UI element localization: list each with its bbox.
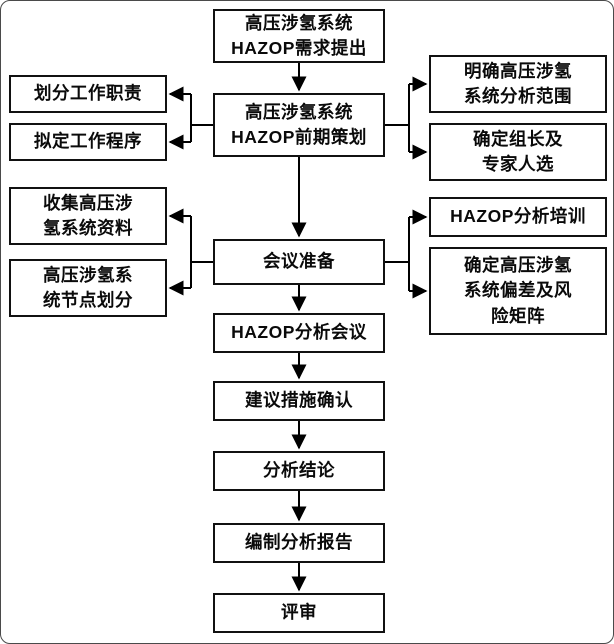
node-system-node-division: 高压涉氢系 统节点划分 <box>9 259 167 317</box>
node-collect-system-data: 收集高压涉 氢系统资料 <box>9 187 167 245</box>
node-deviation-risk-matrix: 确定高压涉氢 系统偏差及风 险矩阵 <box>429 247 607 335</box>
node-review: 评审 <box>213 593 385 633</box>
node-leader-and-experts: 确定组长及 专家人选 <box>429 123 607 181</box>
node-hazop-preliminary-planning: 高压涉氢系统 HAZOP前期策划 <box>213 93 385 157</box>
node-work-procedures: 拟定工作程序 <box>9 123 167 161</box>
node-measures-confirmation: 建议措施确认 <box>213 381 385 421</box>
node-analysis-conclusion: 分析结论 <box>213 451 385 491</box>
node-report-compilation: 编制分析报告 <box>213 523 385 563</box>
node-hazop-training: HAZOP分析培训 <box>429 197 607 237</box>
node-analysis-scope: 明确高压涉氢 系统分析范围 <box>429 55 607 113</box>
node-work-duties: 划分工作职责 <box>9 75 167 113</box>
node-hazop-requirement: 高压涉氢系统 HAZOP需求提出 <box>213 9 385 63</box>
node-hazop-analysis-meeting: HAZOP分析会议 <box>213 313 385 353</box>
node-meeting-preparation: 会议准备 <box>213 239 385 285</box>
